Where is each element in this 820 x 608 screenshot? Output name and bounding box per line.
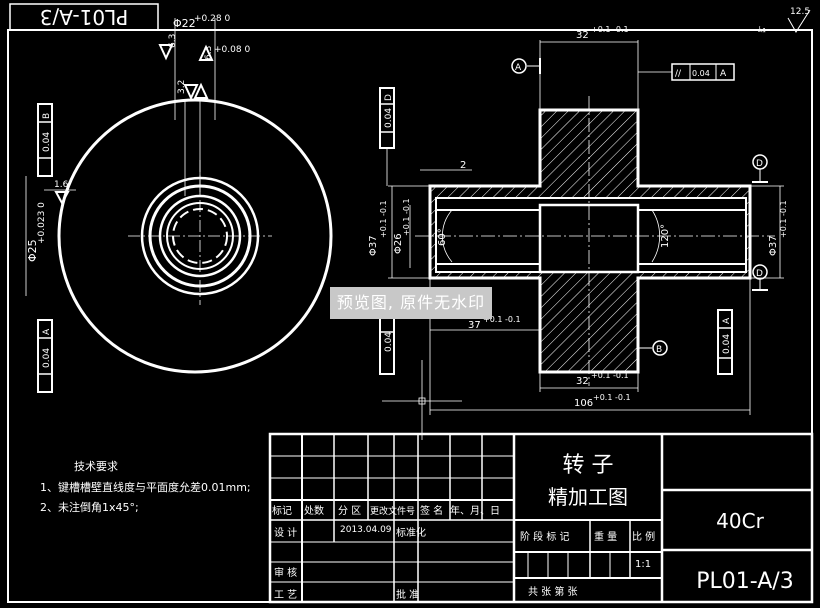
section-view xyxy=(415,96,775,386)
bore-dim: Φ25 xyxy=(26,239,39,262)
tb-zone: 分 区 xyxy=(338,505,361,517)
tb-count: 处数 xyxy=(304,504,324,517)
ftol-d: 0.04 D xyxy=(379,87,395,186)
tb-approve: 批 准 xyxy=(396,588,419,601)
material: 40Cr xyxy=(716,509,764,533)
ftol-section-left: 0.04 xyxy=(379,317,395,375)
part-name: 转 子 xyxy=(563,453,614,478)
runout-value: 0.04 xyxy=(692,69,710,78)
ftol-top-datum: B xyxy=(42,113,52,119)
ftol-d-value: 0.04 xyxy=(384,108,394,128)
ftol-right-value: 0.04 xyxy=(722,334,732,354)
ftol-left-bottom: 0.04 A xyxy=(37,319,53,393)
tb-review: 审 核 xyxy=(274,566,297,579)
tech-req-item-1: 1、键槽槽壁直线度与平面度允差0.01mm; xyxy=(40,480,251,494)
top-width: 32 xyxy=(576,30,589,41)
datum-d-right: D xyxy=(756,159,763,169)
title-block xyxy=(268,432,814,604)
chamfer-dim: 2 xyxy=(460,160,466,171)
left-end-view xyxy=(57,98,333,374)
runout-datum: A xyxy=(720,69,727,79)
surface-finish-value: 12.5 xyxy=(790,7,810,17)
bore-tol: +0.023 0 xyxy=(37,202,47,244)
angle-right: 120° xyxy=(660,224,671,248)
ftol-bottom-datum: A xyxy=(42,328,52,335)
total-len-tol: +0.1 -0.1 xyxy=(593,393,631,402)
section-dims: 32 +0.1 -0.1 A // 0.04 A 2 Φ37 +0.1 -0.1… xyxy=(368,25,788,440)
tb-design: 设 计 xyxy=(274,526,297,539)
angle-left: 60° xyxy=(437,228,448,246)
bore-26: Φ26 xyxy=(393,233,404,254)
keyway-width-label: 6.3 xyxy=(168,34,178,48)
tb-standard: 标准化 xyxy=(396,526,426,539)
tech-req-title: 技术要求 xyxy=(74,460,118,473)
keyway-depth-dim: Φ22 xyxy=(173,17,196,30)
tb-scale: 比 例 xyxy=(632,530,655,543)
process-title: 精加工图 xyxy=(548,485,628,509)
bore-37-tol: +0.1 -0.1 xyxy=(379,200,388,238)
title-block-labels: 标记 处数 分 区 更改文件号 签 名 年、月、日 设 计 2013.04.09… xyxy=(272,453,794,601)
keyway-dimensions: Φ22 +0.28 0 6.3 6.3 +0.08 0 3.2 xyxy=(158,14,250,196)
depth-small: 3.2 xyxy=(177,80,187,94)
runout-symbol: // xyxy=(675,69,682,79)
tech-requirements: 技术要求 1、键槽槽壁直线度与平面度允差0.01mm; 2、未注倒角1x45°; xyxy=(40,460,251,514)
bore-37: Φ37 xyxy=(368,235,379,256)
tb-sheets: 共 张 第 张 xyxy=(528,585,578,598)
finish-value: 1.6 xyxy=(54,180,69,190)
tb-process: 工 艺 xyxy=(274,589,297,601)
datum-d-right-2: D xyxy=(756,269,763,279)
surface-finish-symbol: 12.5 xyxy=(787,7,811,33)
tech-req-item-2: 2、未注倒角1x45°; xyxy=(40,500,139,514)
ftol-bottom-value: 0.04 xyxy=(42,348,52,368)
tb-mark: 标记 xyxy=(272,505,292,517)
tb-scale-value: 1:1 xyxy=(635,559,651,570)
watermark: 预览图, 原件无水印 xyxy=(330,287,492,319)
left-len-tol: +0.1 -0.1 xyxy=(483,315,521,324)
ftol-left-top: 0.04 B xyxy=(37,103,53,177)
drawing-number: PL01-A/3 xyxy=(696,569,793,594)
drawing-number-top: PL01-A/3 xyxy=(40,5,129,29)
keyway-width-label-2: 6.3 xyxy=(204,46,214,60)
tb-weight: 重 量 xyxy=(594,530,617,543)
bore-dimension: Φ25 +0.023 0 xyxy=(25,176,47,296)
right-dia-tol: +0.1 -0.1 xyxy=(779,200,788,238)
datum-b-label: B xyxy=(656,345,662,355)
tb-stage: 阶 段 标 记 xyxy=(520,530,570,543)
ftol-section-right: 0.04 A xyxy=(717,309,733,375)
bottom-width-tol: +0.1 -0.1 xyxy=(591,371,629,380)
keyway-width-tol: +0.08 0 xyxy=(214,45,250,55)
keyway-depth-tol: +0.28 0 xyxy=(194,14,230,24)
bottom-width: 32 xyxy=(576,376,589,387)
right-dia: Φ37 xyxy=(768,235,779,256)
bore-26-tol: +0.1 -0.1 xyxy=(402,198,411,236)
total-len: 106 xyxy=(574,398,593,409)
ftol-right-datum: A xyxy=(722,317,732,324)
tb-change-doc: 更改文件号 xyxy=(370,505,415,517)
tb-design-date: 2013.04.09 xyxy=(340,525,392,535)
ftol-d-datum: D xyxy=(384,94,394,101)
outer-circle xyxy=(57,98,333,374)
finish-note: ﾑｭ xyxy=(758,25,766,34)
drawing-number-box xyxy=(9,3,159,31)
ftol-top-value: 0.04 xyxy=(42,132,52,152)
left-len: 37 xyxy=(468,320,481,331)
finish-1-6: 1.6 xyxy=(44,180,76,206)
top-width-tol: +0.1 -0.1 xyxy=(591,25,629,34)
ftol-section-left-value: 0.04 xyxy=(384,332,394,352)
datum-a-label: A xyxy=(515,63,522,73)
tb-sign: 签 名 xyxy=(420,504,443,517)
tb-date: 年、月、日 xyxy=(450,504,500,517)
